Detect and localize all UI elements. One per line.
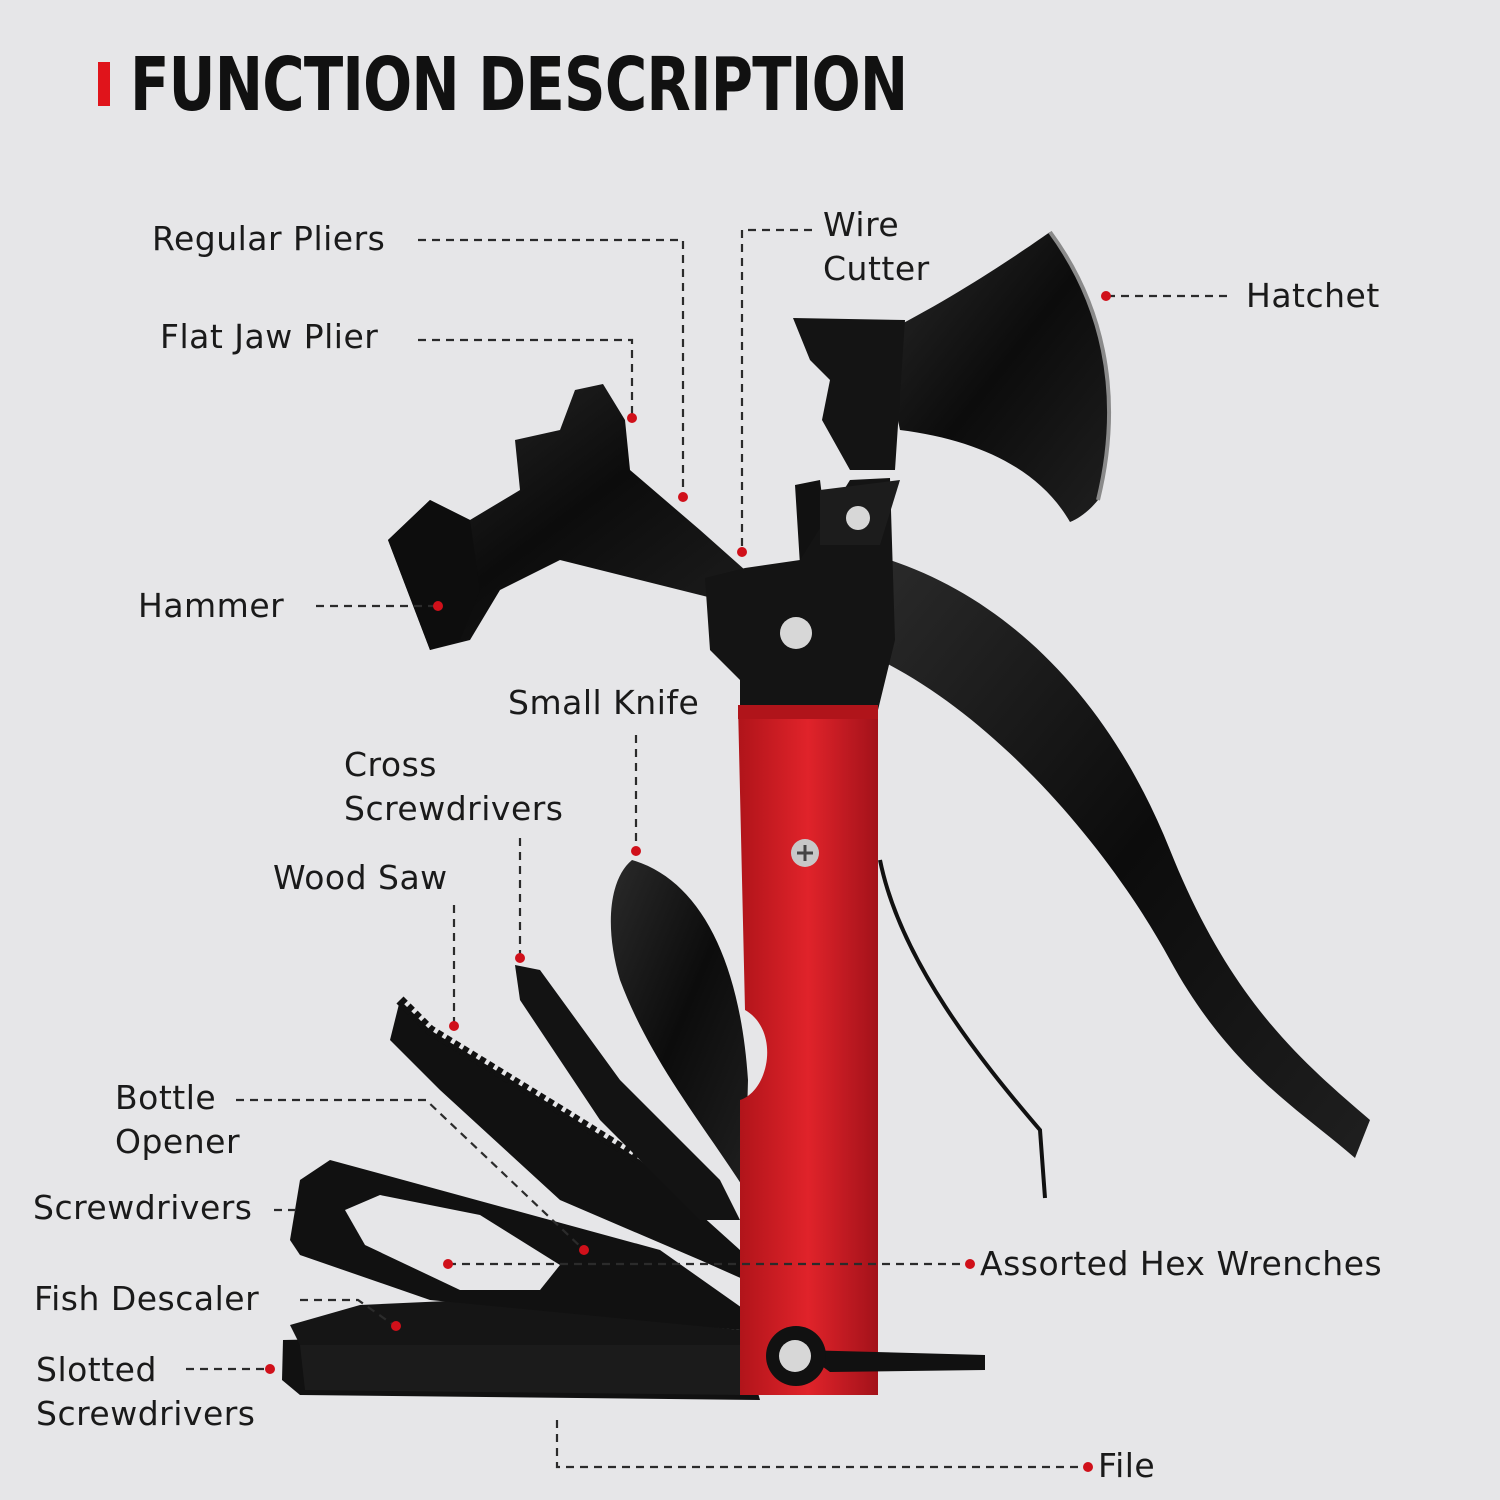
marker-regular-pliers — [678, 492, 688, 502]
label-wire-cutter: Wire Cutter — [823, 203, 930, 291]
label-cross-screwdrivers-line1: Cross — [344, 745, 437, 784]
marker-fish-descaler — [391, 1321, 401, 1331]
leader-flat-jaw-plier — [418, 338, 634, 418]
label-bottle-opener-line2: Opener — [115, 1122, 241, 1161]
title-accent-bar — [98, 62, 110, 106]
label-fish-descaler: Fish Descaler — [34, 1279, 260, 1318]
marker-wire-cutter — [737, 547, 747, 557]
label-cross-screwdrivers-line2: Screwdrivers — [344, 789, 564, 828]
label-regular-pliers: Regular Pliers — [152, 219, 386, 258]
label-hatchet: Hatchet — [1246, 276, 1380, 315]
leader-bottle-opener — [236, 1098, 585, 1251]
label-file: File — [1098, 1446, 1156, 1485]
leader-wire-cutter — [740, 228, 812, 550]
wood-saw-tool — [390, 1000, 745, 1280]
label-cross-screwdrivers: Cross Screwdrivers — [344, 743, 564, 831]
label-hammer: Hammer — [138, 586, 285, 625]
label-bottle-opener-line1: Bottle — [115, 1078, 217, 1117]
page-title: FUNCTION DESCRIPTION — [130, 42, 908, 128]
marker-cross-screwdrivers — [515, 953, 525, 963]
fish-descaler-tool — [290, 1300, 740, 1345]
label-screwdrivers: Screwdrivers — [33, 1188, 253, 1227]
label-small-knife: Small Knife — [508, 683, 700, 722]
label-slotted-screwdrivers: Slotted Screwdrivers — [36, 1348, 256, 1436]
marker-hex-wrench-right — [965, 1259, 975, 1269]
label-slotted-screwdrivers-line1: Slotted — [36, 1350, 157, 1389]
leader-fish-descaler — [300, 1298, 396, 1327]
cross-screwdriver-tool — [515, 965, 740, 1220]
label-flat-jaw-plier: Flat Jaw Plier — [160, 317, 379, 356]
marker-slotted-screwdrivers — [265, 1364, 275, 1374]
label-wire-cutter-line2: Cutter — [823, 249, 930, 288]
marker-flat-jaw-plier — [627, 413, 637, 423]
marker-hex-wrench-left — [443, 1259, 453, 1269]
pliers-handle-arm — [880, 560, 1370, 1158]
small-knife-blade — [610, 860, 748, 1190]
leader-regular-pliers — [418, 238, 685, 497]
marker-small-knife — [631, 846, 641, 856]
leader-file — [555, 1420, 1088, 1469]
red-handle — [738, 705, 878, 1395]
label-bottle-opener: Bottle Opener — [115, 1076, 240, 1164]
marker-bottle-opener — [579, 1245, 589, 1255]
marker-hammer — [433, 601, 443, 611]
label-wood-saw: Wood Saw — [273, 858, 448, 897]
label-assorted-hex-wrenches: Assorted Hex Wrenches — [980, 1244, 1383, 1283]
marker-hatchet — [1101, 291, 1111, 301]
wire-spring — [878, 859, 1047, 1199]
pliers-jaw — [793, 318, 905, 470]
marker-file — [1083, 1462, 1093, 1472]
marker-wood-saw — [449, 1021, 459, 1031]
label-wire-cutter-line1: Wire — [823, 205, 900, 244]
label-slotted-screwdrivers-line2: Screwdrivers — [36, 1394, 256, 1433]
lever — [800, 1350, 985, 1372]
hatchet-head — [880, 232, 1110, 522]
